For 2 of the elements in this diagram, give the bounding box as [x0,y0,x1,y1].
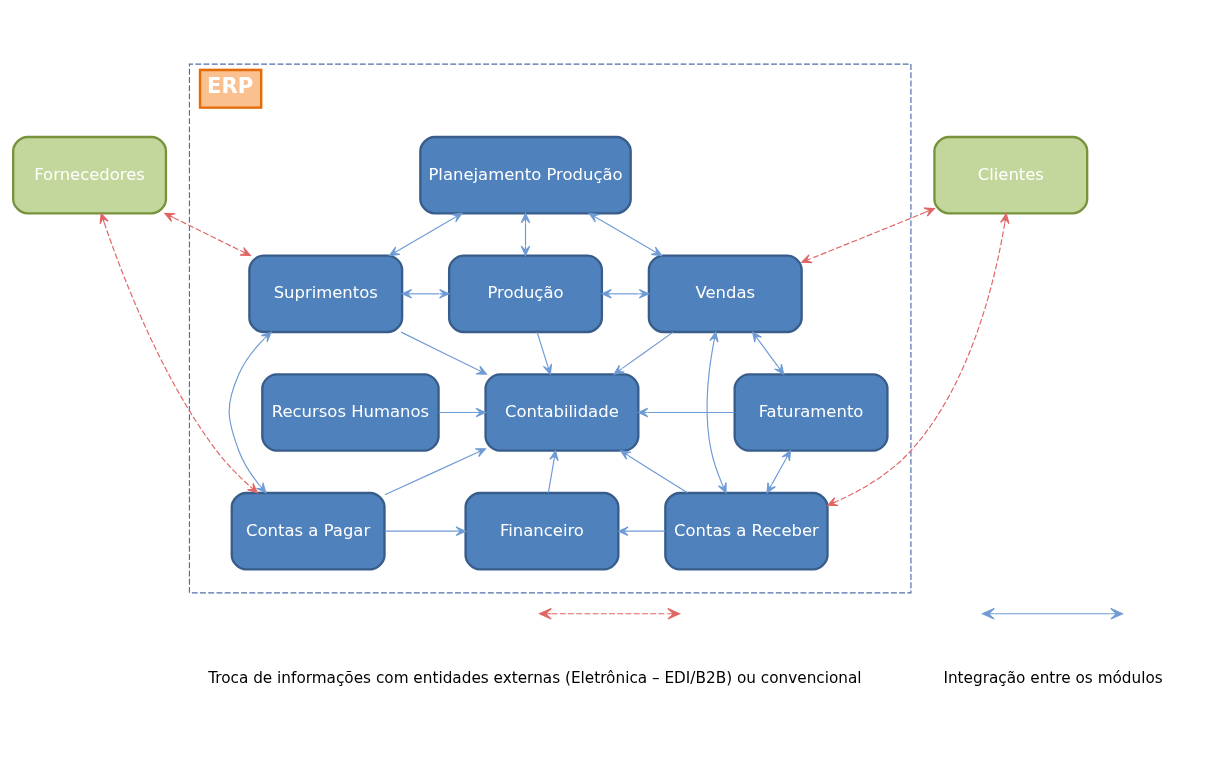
legend-label: Troca de informações com entidades externas (Eletrônica – EDI/B2B) ou convencional [208,669,862,688]
legend-label: Integração entre os módulos [943,669,1163,688]
